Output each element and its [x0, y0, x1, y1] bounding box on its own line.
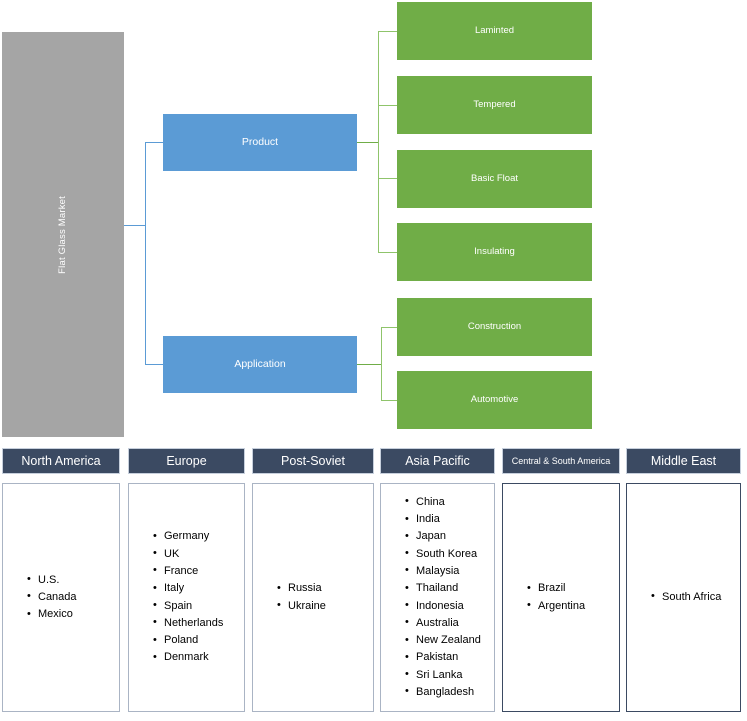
leaf-node-insulating-label: Insulating [474, 246, 515, 258]
connector-application-to-automotive [381, 400, 398, 401]
list-item: Sri Lanka [405, 666, 494, 684]
region-body-north-america: U.S. Canada Mexico [2, 483, 120, 712]
leaf-node-laminated: Laminted [397, 2, 592, 60]
country-list-europe: Germany UK France Italy Spain Netherland… [129, 528, 244, 667]
list-item: Germany [153, 528, 244, 546]
list-item: Malaysia [405, 562, 494, 580]
list-item: Denmark [153, 649, 244, 667]
branch-node-application-label: Application [234, 358, 286, 371]
list-item: Brazil [527, 580, 619, 598]
region-body-post-soviet: Russia Ukraine [252, 483, 374, 712]
connector-product-to-insulating [378, 252, 398, 253]
leaf-node-laminated-label: Laminted [474, 25, 515, 37]
list-item: Mexico [27, 606, 119, 624]
region-header-europe: Europe [128, 448, 245, 474]
leaf-node-basic-float: Basic Float [397, 150, 592, 208]
connector-application-spine [381, 327, 382, 401]
list-item: Spain [153, 597, 244, 615]
connector-application-to-construction [381, 327, 398, 328]
list-item: Canada [27, 588, 119, 606]
region-body-central-south-america: Brazil Argentina [502, 483, 620, 712]
list-item: Pakistan [405, 649, 494, 667]
region-body-middle-east: South Africa [626, 483, 741, 712]
list-item: Japan [405, 528, 494, 546]
list-item: Poland [153, 632, 244, 650]
list-item: South Korea [405, 545, 494, 563]
country-list-post-soviet: Russia Ukraine [253, 580, 373, 615]
connector-application-stub [357, 364, 382, 365]
connector-product-to-laminated [378, 31, 398, 32]
connector-product-spine [378, 31, 379, 253]
branch-node-product: Product [163, 114, 357, 171]
leaf-node-construction-label: Construction [467, 321, 522, 333]
connector-root-to-application [145, 364, 164, 365]
list-item: New Zealand [405, 632, 494, 650]
root-node-flat-glass-market: Flat Glass Market [2, 32, 124, 437]
leaf-node-automotive-label: Automotive [470, 394, 519, 406]
region-column-post-soviet: Post-Soviet Russia Ukraine [252, 448, 374, 718]
country-list-north-america: U.S. Canada Mexico [3, 571, 119, 624]
list-item: U.S. [27, 571, 119, 589]
list-item: Russia [277, 580, 373, 598]
root-node-label: Flat Glass Market [57, 195, 69, 274]
branch-node-application: Application [163, 336, 357, 393]
country-list-central-south-america: Brazil Argentina [503, 580, 619, 615]
region-column-north-america: North America U.S. Canada Mexico [2, 448, 120, 718]
region-body-asia-pacific: China India Japan South Korea Malaysia T… [380, 483, 495, 712]
leaf-node-tempered: Tempered [397, 76, 592, 134]
connector-root-to-product [145, 142, 164, 143]
leaf-node-tempered-label: Tempered [473, 99, 516, 111]
leaf-node-automotive: Automotive [397, 371, 592, 429]
leaf-node-basic-float-label: Basic Float [471, 173, 518, 185]
connector-root-spine [145, 142, 146, 364]
country-list-middle-east: South Africa [627, 588, 740, 606]
list-item: India [405, 511, 494, 529]
region-column-asia-pacific: Asia Pacific China India Japan South Kor… [380, 448, 495, 718]
list-item: UK [153, 545, 244, 563]
list-item: China [405, 493, 494, 511]
connector-product-to-tempered [378, 105, 398, 106]
region-header-central-south-america: Central & South America [502, 448, 620, 474]
region-column-middle-east: Middle East South Africa [626, 448, 741, 718]
connector-product-to-basic-float [378, 178, 398, 179]
list-item: Ukraine [277, 597, 373, 615]
list-item: Australia [405, 614, 494, 632]
list-item: South Africa [651, 588, 740, 606]
leaf-node-construction: Construction [397, 298, 592, 356]
market-segmentation-tree: Flat Glass Market Product Application La… [2, 2, 592, 437]
connector-product-stub [357, 142, 379, 143]
list-item: France [153, 562, 244, 580]
list-item: Indonesia [405, 597, 494, 615]
region-header-north-america: North America [2, 448, 120, 474]
list-item: Thailand [405, 580, 494, 598]
list-item: Italy [153, 580, 244, 598]
region-header-post-soviet: Post-Soviet [252, 448, 374, 474]
region-header-asia-pacific: Asia Pacific [380, 448, 495, 474]
list-item: Bangladesh [405, 683, 494, 701]
region-column-central-south-america: Central & South America Brazil Argentina [502, 448, 620, 718]
branch-node-product-label: Product [241, 136, 279, 149]
region-header-middle-east: Middle East [626, 448, 741, 474]
country-list-asia-pacific: China India Japan South Korea Malaysia T… [381, 493, 494, 702]
region-body-europe: Germany UK France Italy Spain Netherland… [128, 483, 245, 712]
list-item: Argentina [527, 597, 619, 615]
list-item: Netherlands [153, 614, 244, 632]
connector-root-stub [124, 225, 145, 226]
region-columns: North America U.S. Canada Mexico Europe … [0, 448, 747, 718]
leaf-node-insulating: Insulating [397, 223, 592, 281]
region-column-europe: Europe Germany UK France Italy Spain Net… [128, 448, 245, 718]
